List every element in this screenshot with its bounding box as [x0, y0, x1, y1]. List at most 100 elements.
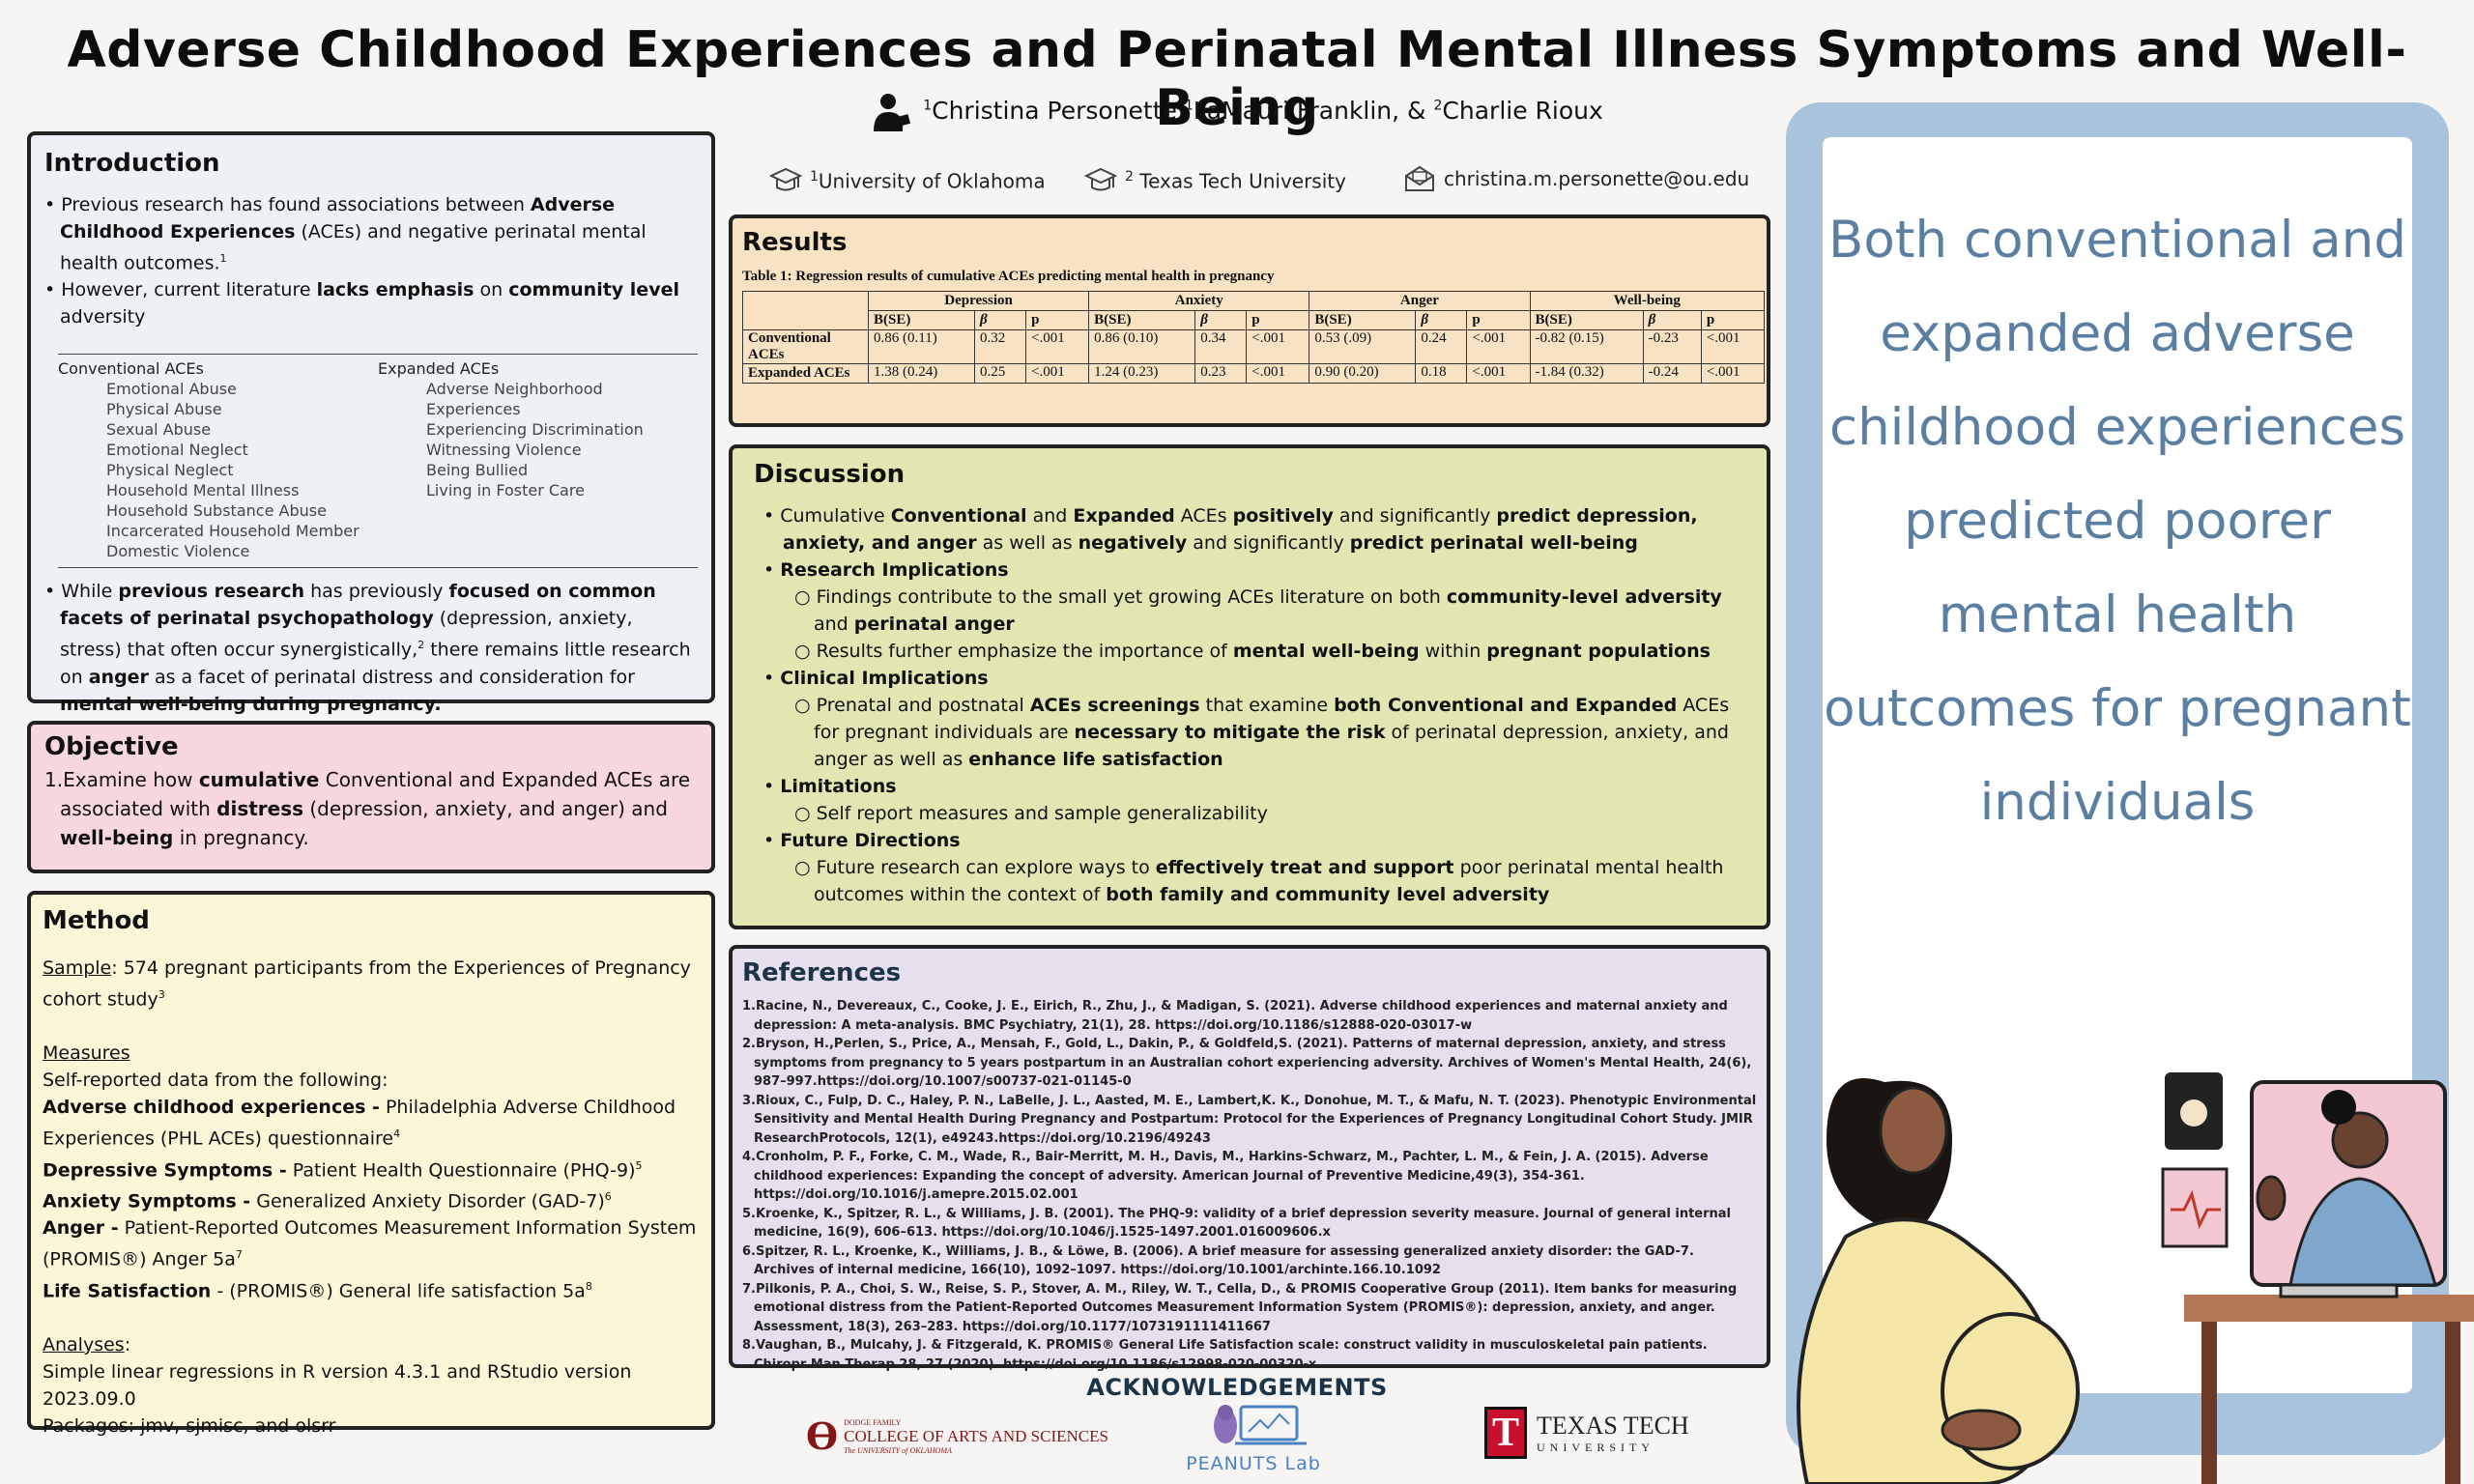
table-cell: 0.86 (0.11): [867, 329, 976, 364]
double-t-icon: T: [1484, 1407, 1527, 1459]
introduction-heading: Introduction: [44, 149, 220, 178]
table-cell: 0.32: [974, 329, 1027, 364]
measure-life-satisfaction: Life Satisfaction - (PROMIS®) General li…: [43, 1279, 592, 1301]
person-icon: [874, 94, 911, 131]
limitations-heading: • Limitations: [763, 776, 897, 797]
table-cell: <.001: [1466, 363, 1531, 384]
table-cell: <.001: [1025, 363, 1090, 384]
ou-arts-sciences-logo: Ɵ DODGE FAMILY COLLEGE OF ARTS AND SCIEN…: [806, 1414, 1108, 1458]
peanuts-lab-icon: [1214, 1405, 1307, 1445]
table-row-label: Expanded ACEs: [742, 363, 869, 384]
objective-heading: Objective: [44, 732, 179, 761]
conventional-ace-item: Emotional Neglect: [106, 441, 248, 460]
table-cell: 1.38 (0.24): [867, 363, 976, 384]
table-subheader: B(SE): [1088, 310, 1196, 330]
research-implications-heading: • Research Implications: [763, 559, 1009, 581]
contact-email[interactable]: christina.m.personette@ou.edu: [1403, 164, 1749, 193]
table-cell: -1.84 (0.32): [1529, 363, 1644, 384]
table-subheader: p: [1025, 310, 1090, 330]
conventional-ace-item: Domestic Violence: [106, 542, 250, 561]
table-cell: -0.82 (0.15): [1529, 329, 1644, 364]
objective-section: Objective 1.Examine how cumulative Conve…: [27, 721, 715, 873]
table-subheader: B(SE): [1529, 310, 1644, 330]
graduation-cap-icon: [1084, 167, 1117, 191]
conventional-ace-item: Sexual Abuse: [106, 420, 212, 440]
method-section: Method Sample: 574 pregnant participants…: [27, 891, 715, 1437]
ou-monogram-icon: Ɵ: [806, 1414, 839, 1458]
table-group-header: Anxiety: [1088, 291, 1310, 311]
telehealth-illustration: [1797, 1072, 2474, 1484]
table-cell: -0.24: [1642, 363, 1702, 384]
objective-item: 1.Examine how cumulative Conventional an…: [44, 768, 691, 849]
reference-item: 8.Vaughan, B., Mulcahy, J. & Fitzgerald,…: [742, 1338, 1708, 1372]
table-subheader: p: [1466, 310, 1531, 330]
reference-item: 3.Rioux, C., Fulp, D. C., Haley, P. N., …: [742, 1093, 1757, 1146]
reference-item: 6.Spitzer, R. L., Kroenke, K., Williams,…: [742, 1243, 1694, 1278]
conventional-ace-item: Household Substance Abuse: [106, 501, 327, 521]
expanded-ace-item: Witnessing Violence: [426, 441, 582, 460]
table-cell: <.001: [1700, 363, 1766, 384]
table-cell: 0.86 (0.10): [1088, 329, 1196, 364]
expanded-ace-item: Living in Foster Care: [426, 481, 585, 500]
clinical-implication-1: ○ Prenatal and postnatal ACEs screenings…: [794, 695, 1730, 770]
intro-bullet-3: • While previous research has previously…: [44, 581, 691, 715]
poster-title: Adverse Childhood Experiences and Perina…: [67, 21, 2407, 137]
table-subheader: β: [1642, 310, 1702, 330]
table-group-header: Well-being: [1529, 291, 1766, 311]
table-subheader: B(SE): [867, 310, 976, 330]
reference-item: 5.Kroenke, K., Spitzer, R. L., & William…: [742, 1206, 1732, 1241]
table-subheader: p: [1700, 310, 1766, 330]
author-2: LaMauri Franklin, &: [1193, 97, 1426, 125]
table-row-label: Conventional ACEs: [742, 329, 869, 364]
discussion-heading: Discussion: [754, 460, 906, 489]
table-cell: 1.24 (0.23): [1088, 363, 1196, 384]
table-subheader: p: [1246, 310, 1310, 330]
discussion-main-finding: • Cumulative Conventional and Expanded A…: [763, 505, 1698, 554]
clinical-implications-heading: • Clinical Implications: [763, 668, 989, 689]
future-directions-heading: • Future Directions: [763, 830, 961, 851]
table-cell: 0.23: [1194, 363, 1248, 384]
mail-icon: [1405, 165, 1434, 191]
table-cell: <.001: [1246, 363, 1310, 384]
texas-tech-logo: T TEXAS TECH UNIVERSITY: [1484, 1407, 1689, 1459]
author-3: Charlie Rioux: [1442, 97, 1603, 125]
graduation-cap-icon: [769, 167, 802, 191]
acknowledgements-heading: ACKNOWLEDGEMENTS: [1086, 1374, 1388, 1401]
table-cell: 0.90 (0.20): [1309, 363, 1417, 384]
table-caption: Table 1: Regression results of cumulativ…: [742, 269, 1275, 284]
references-heading: References: [742, 958, 902, 987]
reference-item: 7.Pilkonis, P. A., Choi, S. W., Reise, S…: [742, 1281, 1738, 1334]
method-packages: Packages: jmv, sjmisc, and olsrr: [43, 1414, 336, 1437]
conventional-ace-item: Household Mental Illness: [106, 481, 300, 500]
method-measures-label: Measures: [43, 1042, 130, 1065]
method-analyses-text: Simple linear regressions in R version 4…: [43, 1360, 632, 1410]
table-cell: -0.23: [1642, 329, 1702, 364]
author-line: 1Christina Personette,1LaMauri Franklin,…: [0, 93, 2474, 131]
table-cell: 0.34: [1194, 329, 1248, 364]
conventional-ace-item: Physical Abuse: [106, 400, 222, 419]
table-subheader: β: [1415, 310, 1468, 330]
intro-bullet-2: • However, current literature lacks emph…: [44, 279, 679, 328]
introduction-section: Introduction • Previous research has fou…: [27, 131, 715, 715]
key-finding-callout: Both conventional and expanded adverse c…: [1824, 211, 2411, 832]
expanded-aces-column: Expanded ACEs Adverse Neighborhood Exper…: [378, 358, 698, 561]
references-section: References 1.Racine, N., Devereaux, C., …: [729, 945, 1770, 1372]
table-cell: <.001: [1466, 329, 1531, 364]
affiliation-ou: 1University of Oklahoma: [769, 166, 1046, 195]
table-cell: <.001: [1246, 329, 1310, 364]
table-cell: 0.25: [974, 363, 1027, 384]
table-group-header: Anger: [1309, 291, 1531, 311]
table-cell: 0.24: [1415, 329, 1468, 364]
table-corner: [742, 291, 869, 330]
reference-item: 4.Cronholm, P. F., Forke, C. M., Wade, R…: [742, 1150, 1709, 1202]
measure-anxiety: Anxiety Symptoms - Generalized Anxiety D…: [43, 1189, 612, 1213]
intro-bullet-1: • Previous research has found associatio…: [44, 194, 647, 274]
table-cell: <.001: [1700, 329, 1766, 364]
desk-top: [2184, 1295, 2474, 1322]
table-subheader: B(SE): [1309, 310, 1417, 330]
results-heading: Results: [742, 228, 848, 257]
method-analyses-label: Analyses:: [43, 1333, 131, 1356]
